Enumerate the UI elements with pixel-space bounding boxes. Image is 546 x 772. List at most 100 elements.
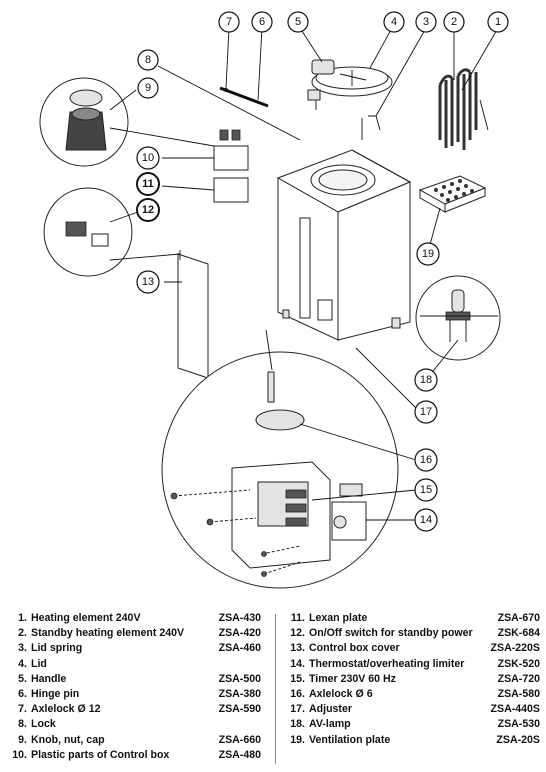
part-code: ZSA-670 (497, 612, 540, 624)
part-description: Lid (31, 657, 47, 670)
callout-12: 12 (136, 198, 160, 222)
part-number: 5. (18, 672, 27, 685)
part-number: 9. (18, 733, 27, 746)
parts-row: 4. Lid (9, 658, 261, 673)
part-number: 14. (290, 657, 305, 670)
callout-16: 16 (414, 448, 438, 472)
part-description: Thermostat/overheating limiter (309, 657, 465, 670)
part-description: Axlelock Ø 12 (31, 703, 101, 716)
part-description: Standby heating element 240V (31, 627, 185, 640)
parts-row: 18. AV-lamp ZSA-530 (287, 718, 540, 733)
control-box-plastic-parts (213, 129, 249, 203)
part-number: 17. (290, 703, 305, 716)
callout-14: 14 (414, 508, 438, 532)
part-code: ZSA-430 (218, 612, 261, 624)
svg-text:15: 15 (420, 484, 432, 496)
callout-3: 3 (415, 11, 437, 33)
parts-row: 8. Lock (9, 718, 261, 733)
control-box-cover-part (177, 250, 209, 379)
part-description: Heating element 240V (31, 612, 141, 624)
part-description: Knob, nut, cap (31, 733, 105, 746)
part-number: 3. (18, 642, 27, 655)
part-number: 7. (18, 703, 27, 716)
parts-row: 19. Ventilation plate ZSA-20S (287, 734, 540, 749)
svg-text:17: 17 (420, 406, 432, 418)
svg-text:16: 16 (420, 454, 432, 466)
handle-part (307, 59, 335, 110)
callout-5: 5 (287, 11, 309, 33)
part-code: ZSA-580 (497, 687, 540, 700)
part-number: 6. (18, 687, 27, 700)
callout-11: 11 (136, 172, 160, 196)
callout-9: 9 (137, 77, 159, 99)
callout-17: 17 (414, 400, 438, 424)
svg-text:5: 5 (295, 16, 301, 28)
parts-row: 11. Lexan plate ZSA-670 (287, 612, 540, 627)
part-code: ZSA-420 (218, 627, 261, 640)
part-code: ZSA-220S (490, 642, 540, 655)
svg-text:3: 3 (423, 16, 429, 28)
callout-7: 7 (218, 11, 240, 33)
ventilation-plate-part (418, 175, 487, 213)
part-description: Ventilation plate (309, 733, 391, 746)
part-code: ZSA-530 (497, 718, 540, 731)
column-divider (275, 614, 276, 764)
exploded-parts-diagram: 1 2 3 4 5 6 7 8 9 10 11 12 13 14 15 16 1… (39, 11, 509, 589)
svg-text:9: 9 (145, 82, 151, 94)
svg-text:14: 14 (420, 514, 432, 526)
svg-text:6: 6 (259, 16, 265, 28)
main-cabinet (276, 149, 412, 341)
part-code: ZSA-590 (218, 703, 261, 716)
part-description: Lexan plate (309, 612, 368, 624)
hinge-pin-part (219, 86, 269, 108)
part-number: 16. (290, 687, 305, 700)
callout-2: 2 (443, 11, 465, 33)
callout-1: 1 (487, 11, 509, 33)
switch-detail (43, 187, 133, 277)
svg-text:4: 4 (391, 16, 397, 28)
heating-element-part (438, 68, 489, 150)
part-description: Adjuster (309, 703, 352, 716)
control-box-detail (161, 351, 399, 589)
part-code: ZSA-720 (497, 672, 540, 685)
svg-text:10: 10 (142, 152, 154, 164)
parts-row: 7. Axlelock Ø 12 ZSA-590 (9, 703, 261, 718)
svg-text:19: 19 (422, 248, 434, 260)
leader-lines (109, 27, 499, 521)
svg-text:11: 11 (142, 178, 154, 190)
part-number: 4. (18, 657, 27, 670)
part-description: Lock (31, 718, 56, 731)
callout-15: 15 (414, 478, 438, 502)
part-code: ZSA-20S (496, 733, 540, 746)
svg-text:7: 7 (226, 16, 232, 28)
callout-4: 4 (383, 11, 405, 33)
part-number: 18. (290, 718, 305, 731)
part-number: 10. (12, 748, 27, 761)
knob-detail (39, 77, 129, 167)
part-code: ZSA-380 (218, 687, 261, 700)
svg-text:1: 1 (495, 16, 501, 28)
part-code: ZSA-480 (218, 748, 261, 761)
part-number: 19. (290, 733, 305, 746)
svg-text:18: 18 (420, 374, 432, 386)
part-number: 13. (290, 642, 305, 655)
part-number: 11. (290, 612, 305, 624)
part-description: Lid spring (31, 642, 83, 655)
callout-8: 8 (137, 49, 159, 71)
part-description: Control box cover (309, 642, 400, 655)
part-number: 8. (18, 718, 27, 731)
part-description: AV-lamp (309, 718, 351, 731)
parts-list-right: 11. Lexan plate ZSA-670 12.On/Off switch f… (287, 612, 540, 749)
part-code: ZSA-500 (218, 672, 261, 685)
